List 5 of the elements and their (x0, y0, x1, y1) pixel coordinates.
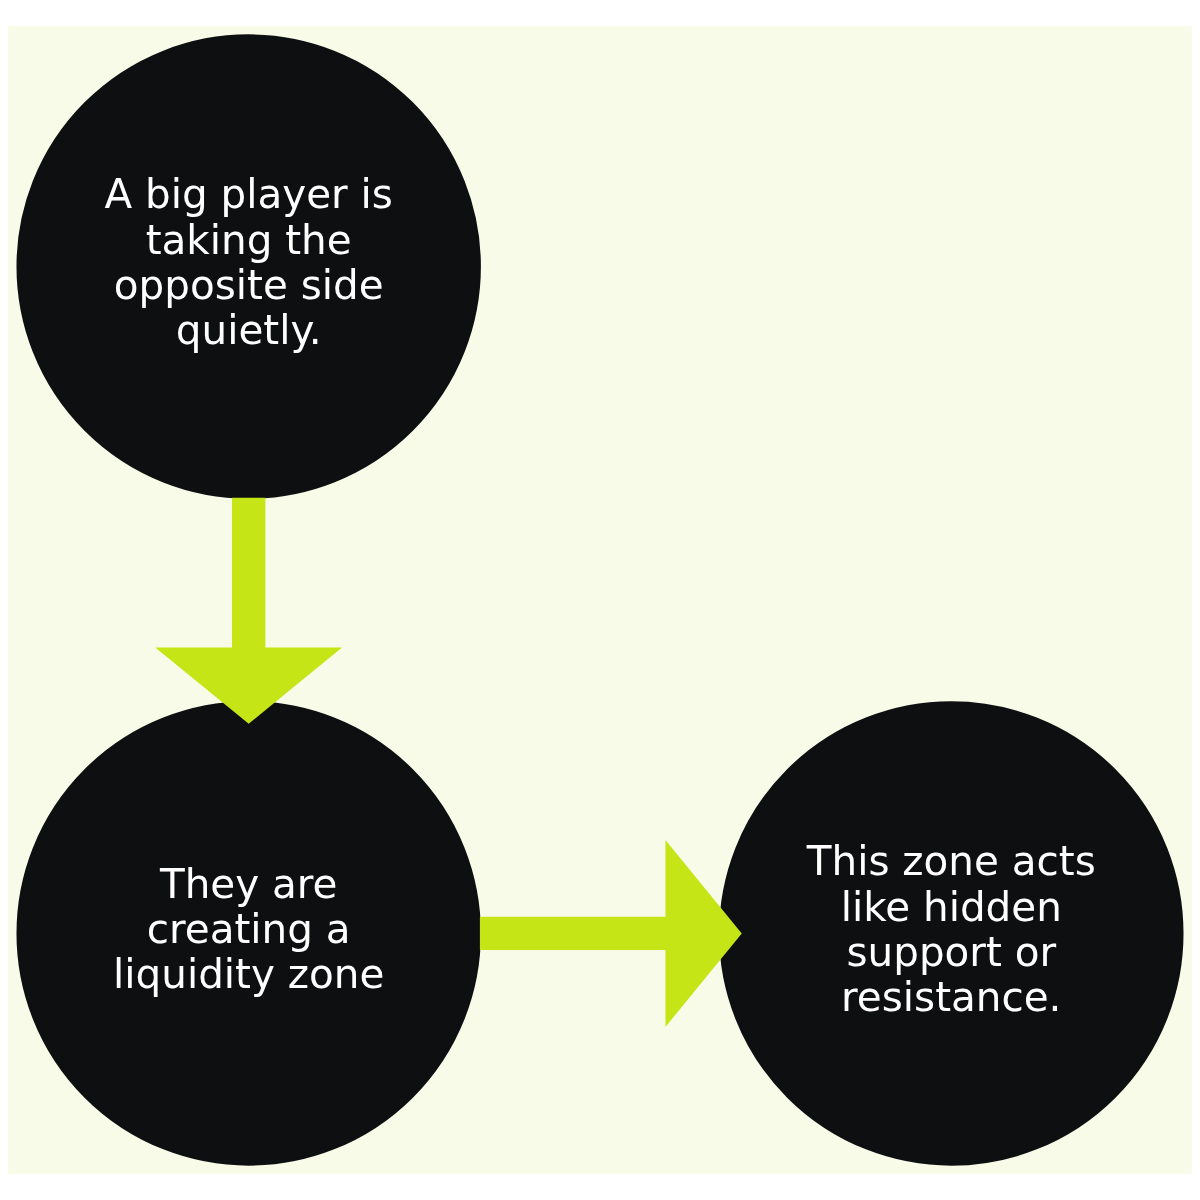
node-circle: A big player is taking the opposite side quietly. (16, 34, 481, 499)
arrow (479, 840, 742, 1027)
node-circle: This zone acts like hidden support or resistance. (719, 701, 1184, 1166)
arrow (155, 497, 343, 724)
node-circle: They are creating a liquidity zone (16, 701, 481, 1166)
